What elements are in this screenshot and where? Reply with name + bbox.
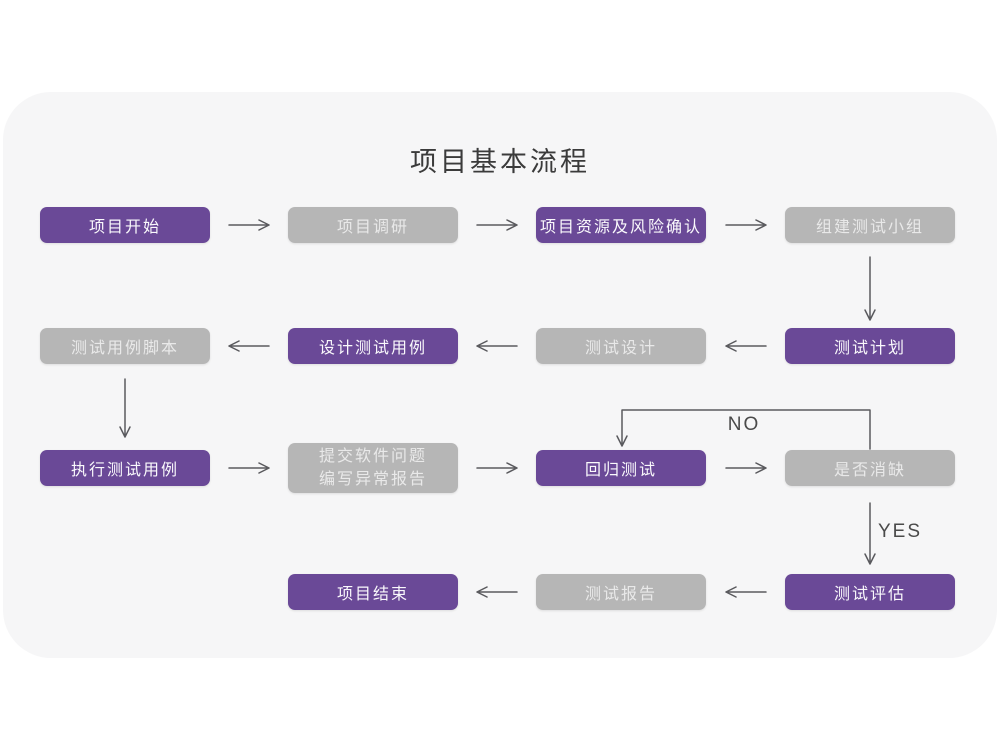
node-execute-test-cases: 执行测试用例 xyxy=(40,450,210,486)
node-design-test-cases: 设计测试用例 xyxy=(288,328,458,364)
node-test-plan: 测试计划 xyxy=(785,328,955,364)
page-title: 项目基本流程 xyxy=(410,147,590,177)
node-project-research: 项目调研 xyxy=(288,207,458,243)
node-test-evaluation: 测试评估 xyxy=(785,574,955,610)
edge-label-yes: YES xyxy=(878,521,923,542)
edge-label-no: NO xyxy=(727,414,761,435)
node-test-report: 测试报告 xyxy=(536,574,706,610)
node-resources-risk-confirm: 项目资源及风险确认 xyxy=(536,207,706,243)
node-test-design: 测试设计 xyxy=(536,328,706,364)
node-test-case-scripts: 测试用例脚本 xyxy=(40,328,210,364)
node-regression-test: 回归测试 xyxy=(536,450,706,486)
node-submit-issues-report: 提交软件问题 编写异常报告 xyxy=(288,443,458,493)
node-defect-cleared-check: 是否消缺 xyxy=(785,450,955,486)
node-build-test-team: 组建测试小组 xyxy=(785,207,955,243)
flowchart-card xyxy=(3,92,997,658)
node-project-start: 项目开始 xyxy=(40,207,210,243)
node-project-end: 项目结束 xyxy=(288,574,458,610)
